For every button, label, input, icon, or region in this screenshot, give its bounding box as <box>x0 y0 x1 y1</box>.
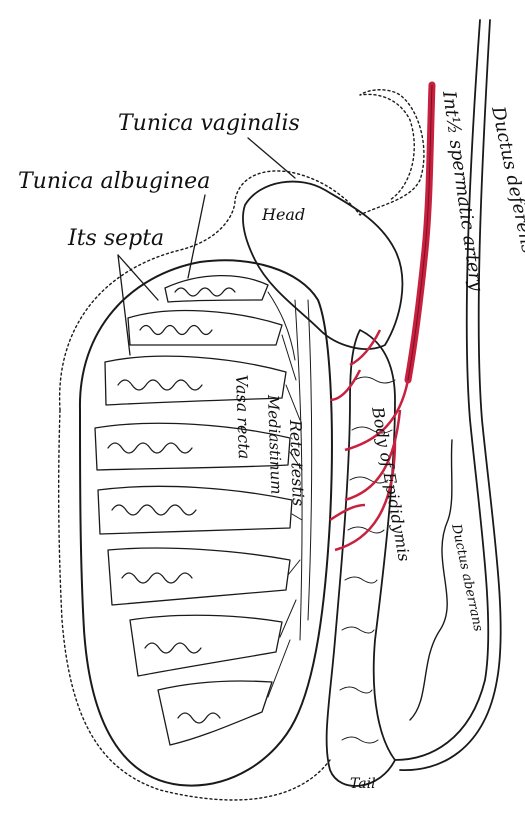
epididymis-head <box>242 180 404 350</box>
label-its-septa: Its septa <box>67 226 164 251</box>
ductus-aberrans <box>409 439 453 721</box>
leader-lines <box>117 137 296 356</box>
lobule <box>107 547 291 606</box>
leader-septa-1 <box>117 254 131 356</box>
label-spermatic-artery: Int½ spermatic artery <box>438 89 487 293</box>
label-tunica-albuginea: Tunica albuginea <box>18 169 210 194</box>
artery-branch <box>334 439 397 552</box>
lobule <box>164 274 269 303</box>
leader-tunica-albuginea <box>187 194 206 279</box>
lobule <box>97 485 293 535</box>
spermatic-artery <box>329 81 436 552</box>
lobule <box>94 422 291 471</box>
artery-branch <box>349 329 382 367</box>
testis-body <box>78 259 333 787</box>
label-rete-testis: Rete testis <box>286 418 308 506</box>
lobule <box>127 309 283 346</box>
label-vasa-recta: Vasa recta <box>232 374 254 459</box>
label-head: Head <box>261 205 305 224</box>
artery-branch <box>329 503 366 522</box>
vasa-recta <box>267 291 313 698</box>
label-ductus-aberrans: Ductus aberrans <box>448 522 486 633</box>
leader-tunica-vaginalis <box>247 137 296 179</box>
lobule <box>157 680 273 746</box>
lobule <box>104 355 287 406</box>
label-tail: Tail <box>350 776 376 792</box>
seminiferous-tubules <box>107 287 236 724</box>
lobule <box>129 614 283 677</box>
artery-main-outline <box>407 84 433 381</box>
artery-branch <box>344 379 410 452</box>
artery-branch <box>329 369 362 402</box>
epididymis-body <box>325 329 396 787</box>
label-ductus-deferens: Ductus deferens <box>487 104 525 256</box>
lobules <box>94 274 293 746</box>
label-mediastinum: Mediastinum <box>264 394 286 495</box>
epididymis-coils <box>339 376 396 744</box>
leader-septa-2 <box>117 254 159 301</box>
label-tunica-vaginalis: Tunica vaginalis <box>118 111 300 136</box>
artery-main <box>404 81 436 384</box>
ductus-deferens <box>394 19 502 771</box>
artery-branch <box>344 409 402 502</box>
